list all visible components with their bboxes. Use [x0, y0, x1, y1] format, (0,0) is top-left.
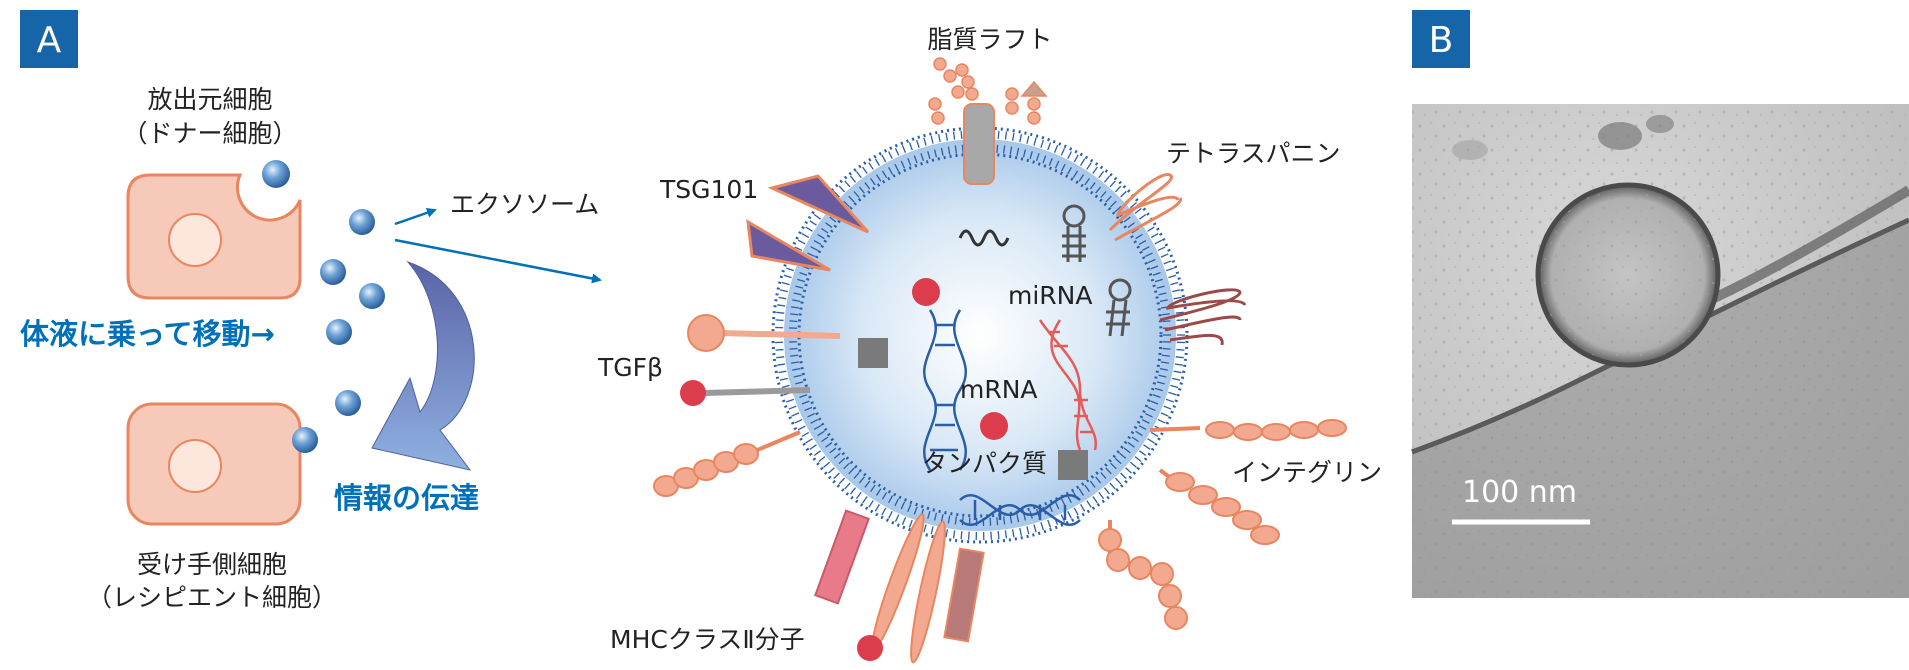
transport-label: 体液に乗って移動→ [20, 317, 275, 351]
mhc-label: MHCクラスⅡ分子 [610, 625, 805, 654]
panel-a: A 放出元細胞 （ドナー細胞） 受け手側細胞 （レシピエント細胞） エクソソー [20, 10, 1382, 664]
panel-b-badge [1412, 10, 1470, 68]
protein-helix-blue [959, 493, 1081, 527]
protein-label: タンパク質 [922, 449, 1047, 478]
vesicle-cargo: miRNA mRNA [858, 204, 1132, 527]
mirna-hairpin-1 [1062, 204, 1086, 262]
exosome-pointer-arrow [394, 207, 437, 226]
recipient-cell-sublabel: （レシピエント細胞） [87, 583, 337, 612]
lipid-raft-label: 脂質ラフト [927, 25, 1052, 54]
recipient-cell-label: 受け手側細胞 [137, 550, 287, 579]
panel-a-badge [20, 10, 78, 68]
tgf-molecules [680, 314, 841, 406]
tetraspanin-label: テトラスパニン [1166, 139, 1341, 168]
panel-a-letter: A [37, 20, 62, 61]
electron-micrograph: 100 nm [1411, 104, 1909, 598]
mrna-helix-blue [923, 309, 967, 471]
donor-cell-sublabel: （ドナー細胞） [122, 119, 297, 148]
tsg101-label: TSG101 [659, 175, 758, 204]
mrna-label: mRNA [960, 375, 1038, 404]
tetraspanin-molecules [1108, 173, 1247, 346]
transfer-label: 情報の伝達 [334, 481, 479, 515]
vesicle-zoom-arrow [394, 238, 602, 284]
protein-square [858, 338, 888, 368]
exosome-label: エクソソーム [450, 190, 599, 219]
integrin-molecules [1098, 419, 1347, 630]
mhc-molecules [814, 509, 985, 664]
protein-square [1058, 450, 1088, 480]
donor-cell-label: 放出元細胞 [147, 85, 272, 114]
rna-squiggle [958, 229, 1010, 247]
panel-b: B 100 nm [1411, 10, 1909, 598]
tsg101-molecules [746, 174, 870, 272]
left-bead-chain [653, 430, 801, 497]
lipid-raft-molecules [928, 57, 1048, 185]
mirna-hairpin-2 [1106, 278, 1132, 337]
scale-bar-label: 100 nm [1462, 475, 1577, 510]
tgf-label: TGFβ [597, 353, 663, 382]
mrna-helix-red [1038, 319, 1098, 451]
protein-dot [980, 412, 1008, 440]
panel-b-letter: B [1429, 20, 1454, 61]
integrin-label: インテグリン [1232, 458, 1382, 487]
transfer-curved-arrow [371, 260, 475, 471]
donor-cell [126, 173, 302, 300]
mirna-label: miRNA [1008, 281, 1092, 310]
recipient-cell [126, 402, 302, 526]
protein-dot [912, 278, 940, 306]
exosome-particles [262, 160, 385, 453]
